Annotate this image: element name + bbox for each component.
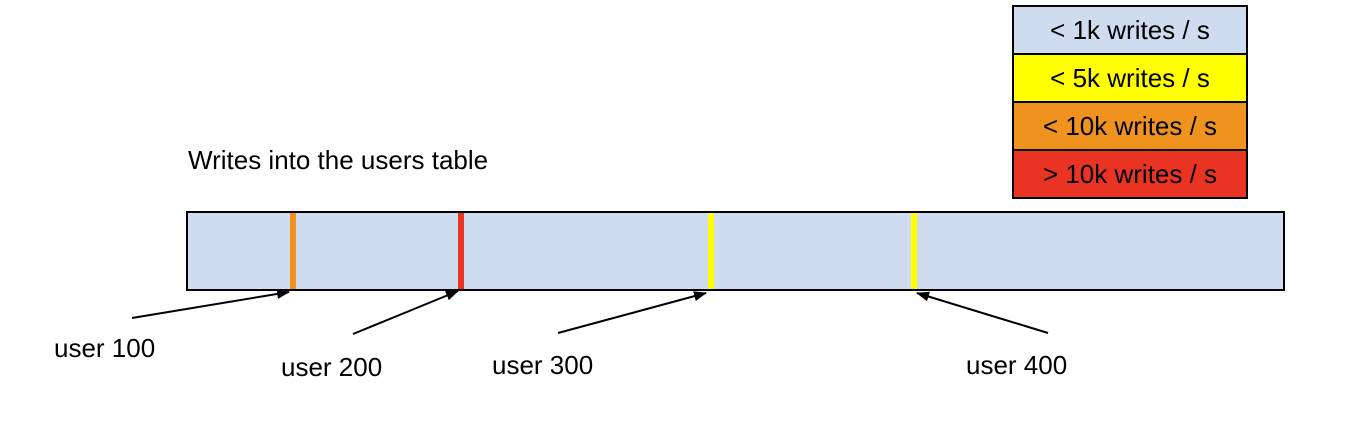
legend-item-label: < 10k writes / s [1042,111,1218,141]
user-label: user 200 [281,352,383,382]
legend: < 1k writes / s < 5k writes / s < 10k writ… [1012,5,1248,199]
legend-item-lt-10k: < 10k writes / s [1012,101,1248,151]
annotation-arrow [916,291,1049,334]
legend-item-label: < 1k writes / s [1050,15,1210,45]
legend-item-gt-10k: > 10k writes / s [1012,149,1248,199]
user-label: user 400 [966,350,1068,380]
write-rate-marker-line [911,213,917,289]
user-label: user 100 [54,333,156,363]
annotation-arrow [557,291,707,334]
annotation-arrow [131,289,290,319]
user-label: user 300 [492,350,594,380]
legend-item-lt-1k: < 1k writes / s [1012,5,1248,55]
diagram-title: Writes into the users table [188,145,489,175]
write-rate-marker-line [708,213,714,289]
legend-item-label: < 5k writes / s [1050,63,1210,93]
legend-item-label: > 10k writes / s [1042,159,1218,189]
users-table-bar [186,211,1285,291]
legend-item-lt-5k: < 5k writes / s [1012,53,1248,103]
write-rate-marker-line [458,213,464,289]
write-rate-marker-line [290,213,296,289]
annotation-arrow [352,290,459,335]
